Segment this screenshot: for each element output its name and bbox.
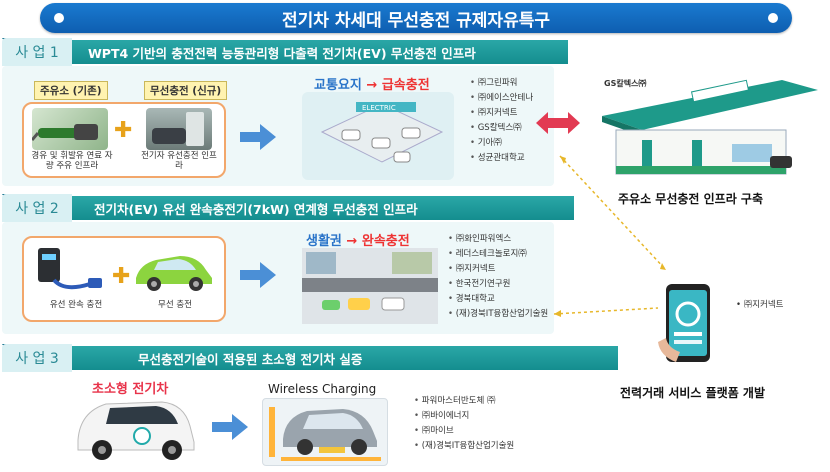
fast-charging-station-diagram: ELECTRIC xyxy=(302,92,454,180)
section-2-header: 전기차(EV) 유선 완속충전기(7kW) 연계형 무선충전 인프라 xyxy=(72,196,574,220)
green-car-icon xyxy=(136,256,212,291)
page-title: 전기차 차세대 무선충전 규제자유특구 xyxy=(282,10,550,31)
company-item: GS칼텍스㈜ xyxy=(470,121,533,136)
company-item: 레더스테크놀로지㈜ xyxy=(448,247,548,262)
charger-icon xyxy=(152,112,204,146)
company-item: 한국전기연구원 xyxy=(448,277,548,292)
section-1-diagram-title: 교통요지 → 급속충전 xyxy=(314,78,430,93)
gas-station-image: GS칼텍스㈜ xyxy=(582,60,822,182)
smartphone-icon xyxy=(658,284,710,362)
platform-caption: 전력거래 서비스 플랫폼 개발 xyxy=(620,386,766,400)
station-caption: 주유소 무선충전 인프라 구축 xyxy=(618,192,764,206)
section-1-tag: 사 업 1 xyxy=(2,38,72,66)
wired-charger-image xyxy=(146,108,212,150)
parking-illustration xyxy=(302,248,438,324)
section-3-tag: 사 업 3 xyxy=(2,344,72,372)
fuel-nozzle-image xyxy=(32,108,108,150)
wireless-charging-diagram xyxy=(262,398,388,466)
double-arrow-icon xyxy=(536,112,580,134)
section-2-tag: 사 업 2 xyxy=(2,194,72,222)
new-label: 무선충전 (신규) xyxy=(144,81,228,100)
company-item: ㈜그린파워 xyxy=(470,76,533,91)
company-item: (재)경북IT융합산업기술원 xyxy=(414,439,515,454)
phone-company: • ㈜지커넥트 xyxy=(736,300,784,310)
section-1-companies: ㈜그린파워 ㈜에이스안테나 ㈜지커넥트 GS칼텍스㈜ 기아㈜ 성균관대학교 xyxy=(470,76,533,166)
gas-station-illustration xyxy=(602,79,818,175)
company-item: (재)경북IT융합산업기술원 xyxy=(448,307,549,322)
wireless-caption: 무선 충전 xyxy=(158,300,192,310)
company-item: 기아㈜ xyxy=(470,136,533,151)
wireless-car-illustration xyxy=(269,407,381,461)
section-1-header: WPT4 기반의 충전전력 능동관리형 다출력 전기차(EV) 무선충전 인프라 xyxy=(72,40,568,64)
right-arrow-icon xyxy=(212,414,248,440)
existing-label: 주유소 (기존) xyxy=(34,81,108,100)
company-item: ㈜화인파워엑스 xyxy=(448,232,548,247)
company-item: 성균관대학교 xyxy=(470,151,533,166)
plus-icon: ✚ xyxy=(114,118,133,143)
station-illustration: ELECTRIC xyxy=(320,102,444,163)
section-3-companies: 파워마스터반도체 ㈜ ㈜바이에너지 ㈜마이브 (재)경북IT융합산업기술원 xyxy=(414,394,515,454)
micro-ev-title: 초소형 전기차 xyxy=(92,382,169,397)
company-item: 경북대학교 xyxy=(448,292,548,307)
station-sign-text: ELECTRIC xyxy=(362,104,396,112)
section-3-header: 무선충전기술이 적용된 초소형 전기차 실증 xyxy=(72,346,618,370)
existing-caption: 경유 및 휘발유 연료 자량 주유 인프라 xyxy=(31,151,113,171)
micro-ev-image xyxy=(77,401,195,460)
section-2-companies: ㈜화인파워엑스 레더스테크놀로지㈜ ㈜지커넥트 한국전기연구원 경북대학교 (재… xyxy=(448,232,549,322)
company-item: ㈜마이브 xyxy=(414,424,514,439)
wireless-charging-title: Wireless Charging xyxy=(268,382,377,396)
title-banner: 전기차 차세대 무선충전 규제자유특구 xyxy=(40,3,792,33)
company-item: ㈜지커넥트 xyxy=(470,106,533,121)
right-arrow-icon xyxy=(240,262,276,288)
company-item: ㈜바이에너지 xyxy=(414,409,514,424)
slow-charging-diagram xyxy=(302,248,438,324)
bullet-icon xyxy=(768,13,778,23)
new-caption: 전기자 유선충전 인프라 xyxy=(141,151,217,171)
wired-caption: 유선 완속 충전 xyxy=(49,300,103,310)
fuel-nozzle-icon xyxy=(32,124,98,141)
company-item: ㈜에이스안테나 xyxy=(470,91,533,106)
company-item: 파워마스터반도체 ㈜ xyxy=(414,394,514,409)
plus-icon: ✚ xyxy=(112,264,131,289)
wall-charger-icon xyxy=(38,248,102,290)
connector-lines xyxy=(553,155,667,317)
section-2-diagram-title: 생활권 → 완속충전 xyxy=(306,234,410,249)
bullet-icon xyxy=(54,13,64,23)
right-arrow-icon xyxy=(240,124,276,150)
gs-caltex-sign: GS칼텍스㈜ xyxy=(604,79,647,88)
smartphone-image xyxy=(656,282,728,366)
company-item: ㈜지커넥트 xyxy=(448,262,548,277)
